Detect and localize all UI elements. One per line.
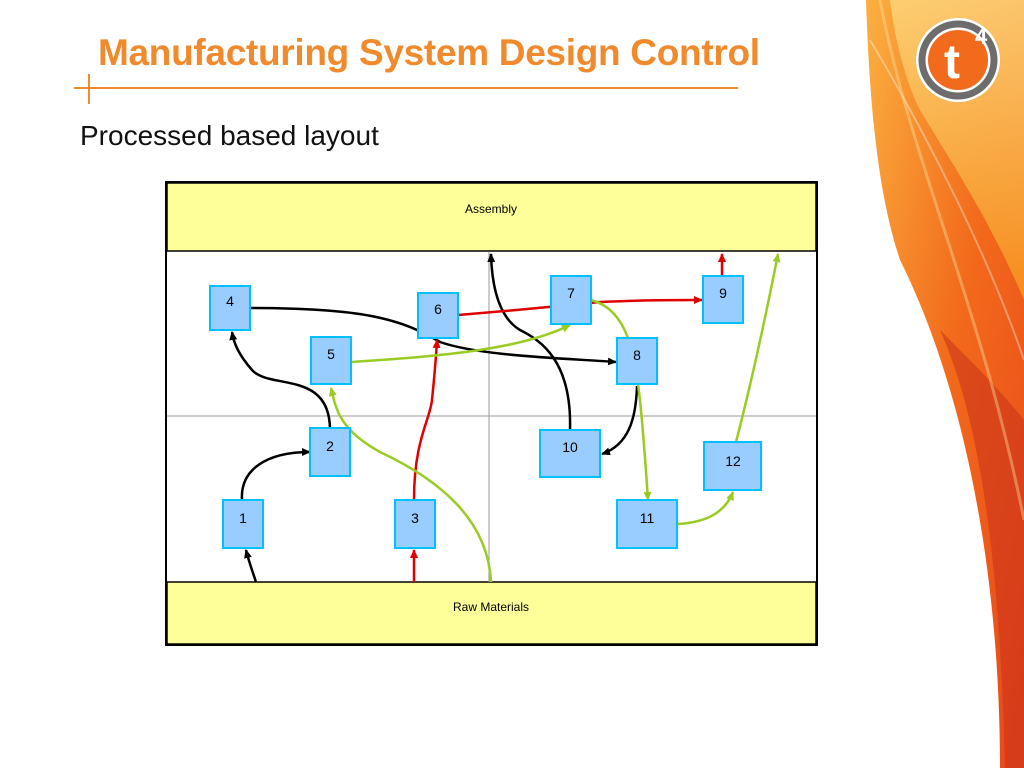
- station-label-2: 2: [326, 438, 334, 454]
- station-label-6: 6: [434, 301, 442, 317]
- station-7: [550, 275, 592, 325]
- station-12: [703, 441, 762, 491]
- logo-superscript: 4: [975, 24, 988, 49]
- flow-12-to-assembly: [734, 253, 781, 443]
- title-rule-tick: [88, 74, 90, 104]
- flow-11-to-12: [677, 491, 735, 526]
- flow-8-to-10: [601, 385, 639, 456]
- flow-2-to-4: [229, 331, 332, 431]
- logo-letter: t: [944, 36, 960, 89]
- station-label-5: 5: [327, 346, 335, 362]
- station-5: [310, 336, 352, 385]
- station-label-4: 4: [226, 293, 234, 309]
- station-label-12: 12: [725, 453, 741, 469]
- station-11: [616, 499, 678, 549]
- raw-materials-zone: [166, 581, 817, 645]
- station-label-9: 9: [719, 285, 727, 301]
- flow-7-to-11: [590, 298, 652, 501]
- title-rule: [74, 87, 738, 89]
- flow-raw-to-5: [328, 387, 493, 583]
- slide-subtitle: Processed based layout: [80, 120, 379, 151]
- station-2: [309, 427, 351, 477]
- station-3: [394, 499, 436, 549]
- station-label-11: 11: [640, 510, 655, 526]
- slide-title: Manufacturing System Design Control: [98, 32, 760, 73]
- station-1: [222, 499, 264, 549]
- station-label-3: 3: [411, 510, 419, 526]
- flow-3-to-6: [412, 339, 441, 501]
- station-9: [702, 275, 744, 324]
- assembly-label: Assembly: [465, 202, 517, 216]
- station-label-7: 7: [567, 285, 575, 301]
- flow-raw-to-1: [244, 549, 258, 583]
- station-label-1: 1: [239, 510, 247, 526]
- flow-5-to-7: [351, 323, 571, 364]
- station-label-8: 8: [633, 347, 641, 363]
- flow-10-to-assembly: [487, 253, 572, 431]
- station-label-10: 10: [562, 439, 578, 455]
- station-8: [616, 337, 658, 385]
- raw-materials-label: Raw Materials: [453, 600, 529, 614]
- station-6: [417, 292, 459, 339]
- flow-1-to-2: [240, 448, 311, 501]
- assembly-zone: [166, 182, 817, 252]
- station-4: [209, 285, 251, 331]
- station-10: [539, 429, 601, 478]
